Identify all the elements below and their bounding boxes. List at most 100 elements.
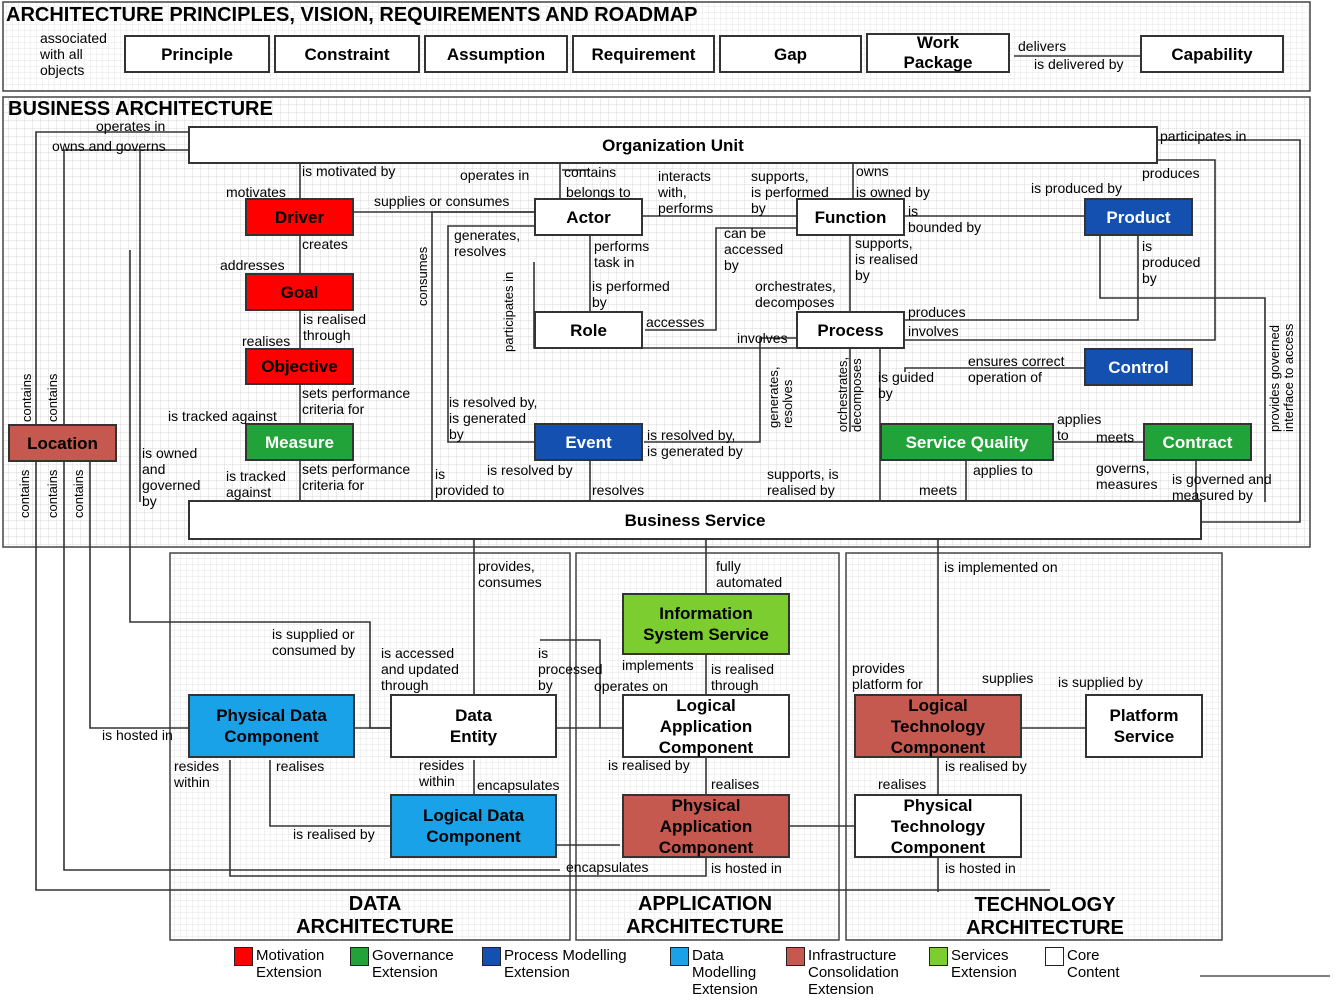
legend-swatch (1045, 947, 1064, 966)
relation-label: accesses (646, 314, 705, 330)
information-system-service-box[interactable]: Information System Service (622, 593, 790, 655)
relation-label: encapsulates (566, 859, 649, 875)
relation-label: sets performance criteria for (302, 385, 411, 417)
technology-architecture-title: TECHNOLOGY ARCHITECTURE (966, 894, 1124, 939)
application-architecture-title: APPLICATION ARCHITECTURE (626, 893, 784, 938)
assumption-box[interactable]: Assumption (424, 35, 568, 73)
relation-label: is provided to (435, 466, 505, 498)
organization-unit-box[interactable]: Organization Unit (188, 126, 1158, 164)
legend-swatch (670, 947, 689, 966)
logical-data-component-box[interactable]: Logical Data Component (390, 794, 557, 858)
actor-box[interactable]: Actor (534, 198, 643, 236)
legend-item-services: Services Extension (929, 947, 1017, 981)
relation-label: generates, resolves (454, 227, 521, 259)
physical-data-component-box[interactable]: Physical Data Component (188, 694, 355, 758)
page-title: ARCHITECTURE PRINCIPLES, VISION, REQUIRE… (6, 4, 698, 26)
relation-label: is tracked against (168, 408, 277, 424)
relation-label: involves (908, 323, 959, 339)
legend-item-data-modelling: Data Modelling Extension (670, 947, 758, 998)
relation-label: resolves (592, 482, 645, 498)
product-box[interactable]: Product (1084, 198, 1193, 236)
platform-service-box[interactable]: Platform Service (1085, 694, 1203, 758)
goal-box[interactable]: Goal (245, 273, 354, 311)
legend-item-motivation: Motivation Extension (234, 947, 324, 981)
requirement-box[interactable]: Requirement (572, 35, 715, 73)
role-box[interactable]: Role (534, 311, 643, 349)
contract-box[interactable]: Contract (1143, 423, 1252, 461)
relation-label: owns (856, 163, 889, 179)
relation-label: sets performance criteria for (302, 461, 411, 493)
relation-label: is realised by (608, 757, 690, 773)
legend-label: Services Extension (951, 947, 1017, 981)
relation-label: operates on (594, 678, 668, 694)
legend-label: Governance Extension (372, 947, 454, 981)
relation-label: is guided by (878, 369, 935, 401)
relation-label: fully automated (716, 558, 783, 590)
physical-application-component-box[interactable]: Physical Application Component (622, 794, 790, 858)
relation-label: produces (1142, 165, 1200, 181)
vertical-relation-label: orchestrates, decomposes (835, 356, 864, 432)
relation-label: participates in (1160, 128, 1247, 144)
vertical-relation-label: contains (45, 469, 60, 518)
legend-item-core: Core Content (1045, 947, 1120, 981)
relation-label: is hosted in (945, 860, 1016, 876)
relation-label: creates (302, 236, 348, 252)
legend-label: Process Modelling Extension (504, 947, 627, 981)
relation-label: is processed by (538, 645, 603, 693)
relation-label: is realised through (711, 661, 775, 693)
relation-label: contains (564, 164, 617, 180)
business-service-box[interactable]: Business Service (188, 500, 1202, 540)
legend-item-governance: Governance Extension (350, 947, 454, 981)
legend-swatch (350, 947, 369, 966)
relation-label: is resolved by (487, 462, 573, 478)
capability-box[interactable]: Capability (1140, 35, 1284, 73)
measure-box[interactable]: Measure (245, 423, 354, 461)
relation-label: resides within (174, 758, 220, 790)
principle-box[interactable]: Principle (124, 35, 270, 73)
relation-label: is owned and governed by (142, 445, 201, 509)
delivers-label: delivers (1018, 38, 1067, 54)
relation-label: is resolved by, is generated by (449, 394, 538, 442)
relation-label: governs, measures (1096, 460, 1158, 492)
relation-label: operates in (460, 167, 530, 183)
gap-box[interactable]: Gap (719, 35, 862, 73)
relation-label: involves (737, 330, 788, 346)
business-architecture-title: BUSINESS ARCHITECTURE (8, 98, 273, 120)
objective-box[interactable]: Objective (245, 348, 354, 385)
logical-technology-component-box[interactable]: Logical Technology Component (854, 694, 1022, 758)
process-box[interactable]: Process (796, 311, 905, 349)
relation-label: is performed by (592, 278, 670, 310)
control-box[interactable]: Control (1084, 348, 1193, 386)
relation-label: realises (711, 776, 760, 792)
legend-swatch (786, 947, 805, 966)
relation-label: orchestrates, decomposes (755, 278, 836, 310)
event-box[interactable]: Event (534, 423, 643, 461)
vertical-relation-label: contains (17, 469, 32, 518)
relation-label: resides within (419, 757, 465, 789)
legend-label: Data Modelling Extension (692, 947, 758, 998)
driver-box[interactable]: Driver (245, 198, 354, 236)
work-package-box[interactable]: Work Package (866, 33, 1010, 73)
data-entity-box[interactable]: Data Entity (390, 694, 557, 758)
relation-label: meets (919, 482, 958, 498)
relationship-lines (35, 55, 1301, 892)
relation-label: is realised by (945, 758, 1027, 774)
relation-label: realises (242, 333, 291, 349)
relation-label: addresses (220, 257, 285, 273)
relation-label: is hosted in (711, 860, 782, 876)
logical-application-component-box[interactable]: Logical Application Component (622, 694, 790, 758)
legend-swatch (234, 947, 253, 966)
relation-label: is governed and measured by (1172, 471, 1272, 503)
governance-note: associated with all objects (40, 30, 107, 78)
relation-label: motivates (226, 184, 286, 200)
location-box[interactable]: Location (8, 424, 117, 462)
legend-label: Core Content (1067, 947, 1120, 981)
constraint-box[interactable]: Constraint (274, 35, 420, 73)
function-box[interactable]: Function (796, 198, 905, 236)
vertical-relation-label: provides governed interface to access (1267, 323, 1296, 432)
relation-label: is bounded by (908, 203, 982, 235)
service-quality-box[interactable]: Service Quality (880, 423, 1054, 461)
physical-technology-component-box[interactable]: Physical Technology Component (854, 794, 1022, 858)
vertical-relation-label: generates, resolves (766, 366, 795, 428)
